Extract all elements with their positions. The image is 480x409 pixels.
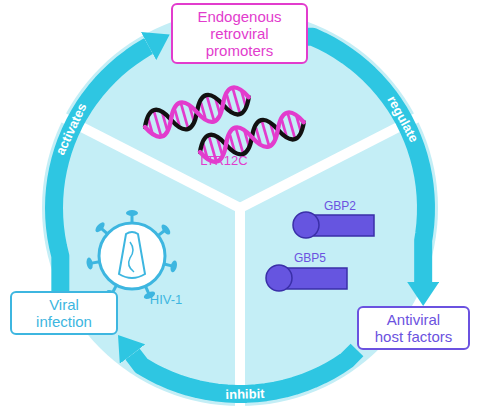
- part-label: LTR12C: [200, 153, 247, 168]
- concept-box: Endogenous retroviral promoters: [171, 3, 308, 64]
- concept-box: Viral infection: [10, 291, 118, 335]
- box-label: Antiviral host factors: [374, 311, 453, 345]
- gbp-protein: [293, 212, 319, 238]
- divider-line: [240, 117, 418, 208]
- divider-line: [235, 208, 245, 408]
- cycle-arrow: [54, 46, 149, 291]
- cycle-arrow: [308, 37, 426, 282]
- box-label: Viral infection: [26, 296, 102, 330]
- gbp-protein: [266, 265, 292, 291]
- gbp-protein: [287, 268, 347, 289]
- part-label: GBP2: [324, 199, 356, 213]
- part-label: HIV-1: [150, 292, 183, 307]
- part-label: GBP5: [294, 251, 326, 265]
- protein-symbols: [266, 212, 374, 291]
- gbp-protein: [314, 215, 374, 236]
- box-label: Endogenous retroviral promoters: [183, 8, 296, 59]
- virion-symbol: [86, 210, 178, 300]
- arrow-label: inhibit: [225, 386, 264, 402]
- sector-dividers: [62, 117, 418, 408]
- concept-box: Antiviral host factors: [357, 306, 470, 350]
